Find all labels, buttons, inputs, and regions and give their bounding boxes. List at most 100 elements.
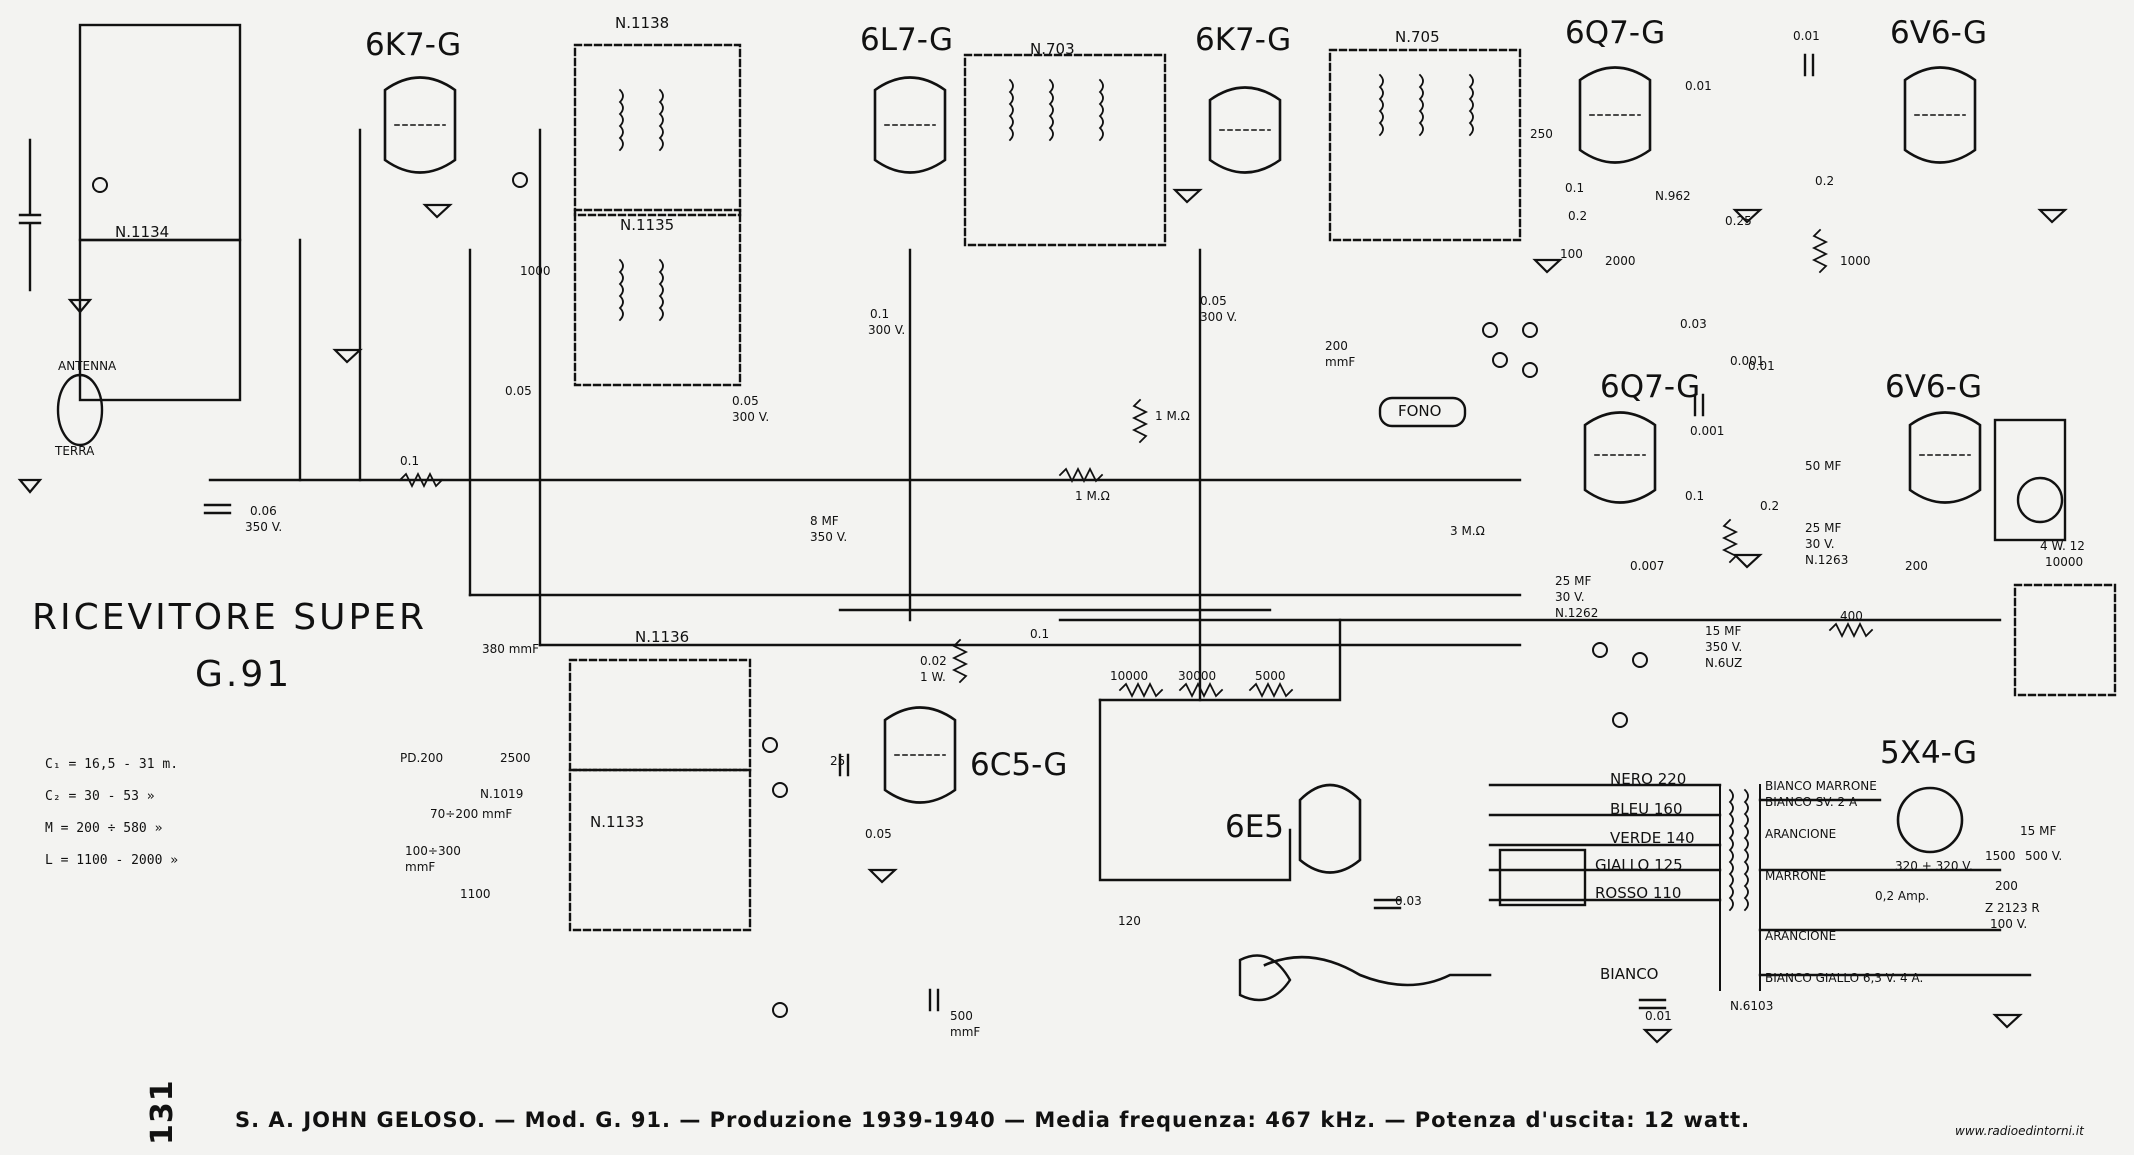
- label-n703: N.703: [1030, 40, 1075, 58]
- tube-label-6v6g-1: 6V6-G: [1890, 15, 1987, 51]
- ground-label: TERRA: [55, 444, 95, 458]
- res-10000: 10000: [1110, 669, 1149, 683]
- label-n6103: N.6103: [1730, 999, 1774, 1013]
- cap-2500: 2500: [500, 751, 531, 765]
- label-n962: N.962: [1655, 189, 1691, 203]
- sec-arancione-2: ARANCIONE: [1765, 929, 1837, 943]
- cap-n6uz: N.6UZ: [1705, 656, 1743, 670]
- sec-hv: 320 + 320 V.: [1895, 859, 1973, 873]
- res-02b: 0.2: [1815, 174, 1835, 188]
- cap-005a: 0.05: [1200, 294, 1227, 308]
- cap-003: 0.03: [1680, 317, 1707, 331]
- tube-label-6k7g-2: 6K7-G: [1195, 22, 1292, 58]
- cap-200-unit: mmF: [1325, 355, 1356, 369]
- cap-01a: 0.1: [1565, 181, 1585, 195]
- cap-001a: 0.01: [1793, 29, 1820, 43]
- out-4w: 4 W. 12: [2040, 539, 2085, 553]
- cap-350v: 350 V.: [1705, 640, 1743, 654]
- cap-25mf: 25 MF: [1805, 521, 1842, 535]
- cap-500-unit: mmF: [950, 1025, 981, 1039]
- res-01b: 0.1: [1685, 489, 1705, 503]
- cap-100: 100: [1560, 247, 1583, 261]
- label-n1133: N.1133: [590, 813, 645, 831]
- cap-0001b: 0.001: [1690, 424, 1725, 438]
- res-02a: 0.2: [1568, 209, 1588, 223]
- page-number: 131: [145, 1079, 180, 1145]
- mains-tap-giallo: GIALLO 125: [1595, 856, 1683, 874]
- tube-label-6q7g-2: 6Q7-G: [1600, 369, 1701, 405]
- mains-tap-nero: NERO 220: [1610, 770, 1687, 788]
- res-1mohm: 1 M.Ω: [1155, 409, 1190, 423]
- cap-01b: 0.1: [870, 307, 890, 321]
- cap-005c-v: 300 V.: [732, 410, 770, 424]
- tube-label-6e5: 6E5: [1225, 809, 1285, 845]
- cap-006: 0.06: [250, 504, 277, 518]
- label-n1136: N.1136: [635, 628, 690, 646]
- spec-c1: C₁ = 16,5 - 31 m.: [45, 757, 179, 772]
- label-n705: N.705: [1395, 28, 1440, 46]
- res-1000: 1000: [1840, 254, 1871, 268]
- tube-envelopes: [383, 66, 1982, 874]
- sec-bianco-sv: BIANCO SV. 2 A: [1765, 795, 1858, 809]
- choke-2123: Z 2123 R: [1985, 901, 2040, 915]
- res-120: 120: [1118, 914, 1141, 928]
- tube-label-5x4g: 5X4-G: [1880, 735, 1978, 771]
- spec-m: M = 200 ÷ 580 »: [45, 821, 163, 836]
- cap-250: 250: [1530, 127, 1553, 141]
- cap-500: 500: [950, 1009, 973, 1023]
- mains-tap-verde: VERDE 140: [1610, 829, 1695, 847]
- cap-8mf: 8 MF: [810, 514, 839, 528]
- res-200: 200: [1905, 559, 1928, 573]
- cap-2000: 2000: [1605, 254, 1636, 268]
- res-400: 400: [1840, 609, 1863, 623]
- cap-001c: 0.01: [1645, 1009, 1672, 1023]
- cap-50: 50 MF: [1805, 459, 1842, 473]
- phono-socket-label: FONO: [1398, 402, 1442, 420]
- cap-200: 200: [1325, 339, 1348, 353]
- sec-bianco-giallo: BIANCO GIALLO 6,3 V. 4 A.: [1765, 971, 1924, 985]
- antenna-label: ANTENNA: [58, 359, 117, 373]
- out-10000: 10000: [2045, 555, 2084, 569]
- cap-005c: 0.05: [732, 394, 759, 408]
- choke-100v: 100 V.: [1990, 917, 2028, 931]
- cap-005e: 0.05: [505, 384, 532, 398]
- mains-tap-bianco: BIANCO: [1600, 965, 1659, 983]
- cap-005a-v: 300 V.: [1200, 310, 1238, 324]
- res-1mohm-2: 1 M.Ω: [1075, 489, 1110, 503]
- cap-1000: 1000: [520, 264, 551, 278]
- cap-30v: 30 V.: [1805, 537, 1835, 551]
- cap-01c: 0.1: [1030, 627, 1050, 641]
- cap-001b: 0.01: [1685, 79, 1712, 93]
- res-01: 0.1: [400, 454, 420, 468]
- cap-15mf-ps: 15 MF: [2020, 824, 2057, 838]
- tube-label-6v6g-2: 6V6-G: [1885, 369, 1982, 405]
- cap-01b-v: 300 V.: [868, 323, 906, 337]
- tube-label-6q7g-1: 6Q7-G: [1565, 15, 1666, 51]
- watermark: www.radioedintorni.it: [1955, 1124, 2084, 1138]
- res-200-ps: 200: [1995, 879, 2018, 893]
- res-0001: 0.001: [1730, 354, 1765, 368]
- cap-1100: 1100: [460, 887, 491, 901]
- diagram-title: RICEVITORE SUPER: [32, 597, 427, 638]
- cap-006-v: 350 V.: [245, 520, 283, 534]
- cap-0003: 0.03: [1395, 894, 1422, 908]
- label-n1134: N.1134: [115, 223, 170, 241]
- cap-380: 380 mmF: [482, 642, 539, 656]
- res-1500: 1500: [1985, 849, 2016, 863]
- cap-25: 25: [830, 754, 846, 768]
- footer-caption: S. A. JOHN GELOSO. — Mod. G. 91. — Produ…: [235, 1108, 1751, 1132]
- cap-8mf-v: 350 V.: [810, 530, 848, 544]
- mains-tap-bleu: BLEU 160: [1610, 800, 1683, 818]
- res-02c: 0.2: [1760, 499, 1780, 513]
- cap-15mf: 15 MF: [1705, 624, 1742, 638]
- label-n1135: N.1135: [620, 216, 675, 234]
- cap-n1263: N.1263: [1805, 553, 1849, 567]
- spec-c2: C₂ = 30 - 53 »: [45, 789, 155, 804]
- res-30000: 30000: [1178, 669, 1217, 683]
- tube-label-6k7g-1: 6K7-G: [365, 27, 462, 63]
- cap-25mf-2: 25 MF: [1555, 574, 1592, 588]
- mains-tap-rosso: ROSSO 110: [1595, 884, 1682, 902]
- cap-100-300: 100÷300: [405, 844, 461, 858]
- res-002: 0.02: [920, 654, 947, 668]
